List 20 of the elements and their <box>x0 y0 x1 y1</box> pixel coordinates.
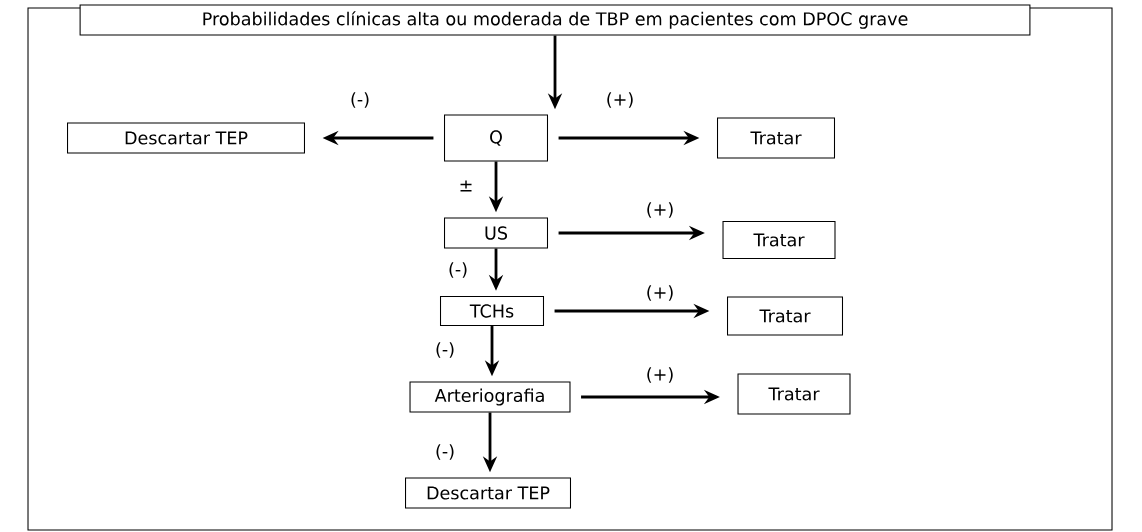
process-box: Tratar <box>722 221 836 260</box>
edge-label: (+) <box>644 283 676 303</box>
edge-label: (-) <box>433 442 457 462</box>
edge-label: (-) <box>433 340 457 360</box>
edge-label: (+) <box>644 365 676 385</box>
process-box: Tratar <box>717 117 836 159</box>
process-box: Descartar TEP <box>67 122 305 154</box>
process-box: Probabilidades clínicas alta ou moderada de TBP em pacientes com DPOC grave <box>79 4 1031 36</box>
edge-label: (+) <box>644 200 676 220</box>
process-box: TCHs <box>440 296 545 327</box>
process-box: Arteriografia <box>409 381 571 413</box>
edge-label: ± <box>456 178 476 194</box>
process-box: Descartar TEP <box>405 477 571 509</box>
process-box: Tratar <box>737 373 851 415</box>
process-box: Q <box>444 114 549 162</box>
edge-label: (-) <box>348 90 372 110</box>
edge-label: (+) <box>604 90 636 110</box>
process-box: US <box>444 217 549 249</box>
edge-label: (-) <box>446 260 470 280</box>
process-box: Tratar <box>727 296 843 336</box>
